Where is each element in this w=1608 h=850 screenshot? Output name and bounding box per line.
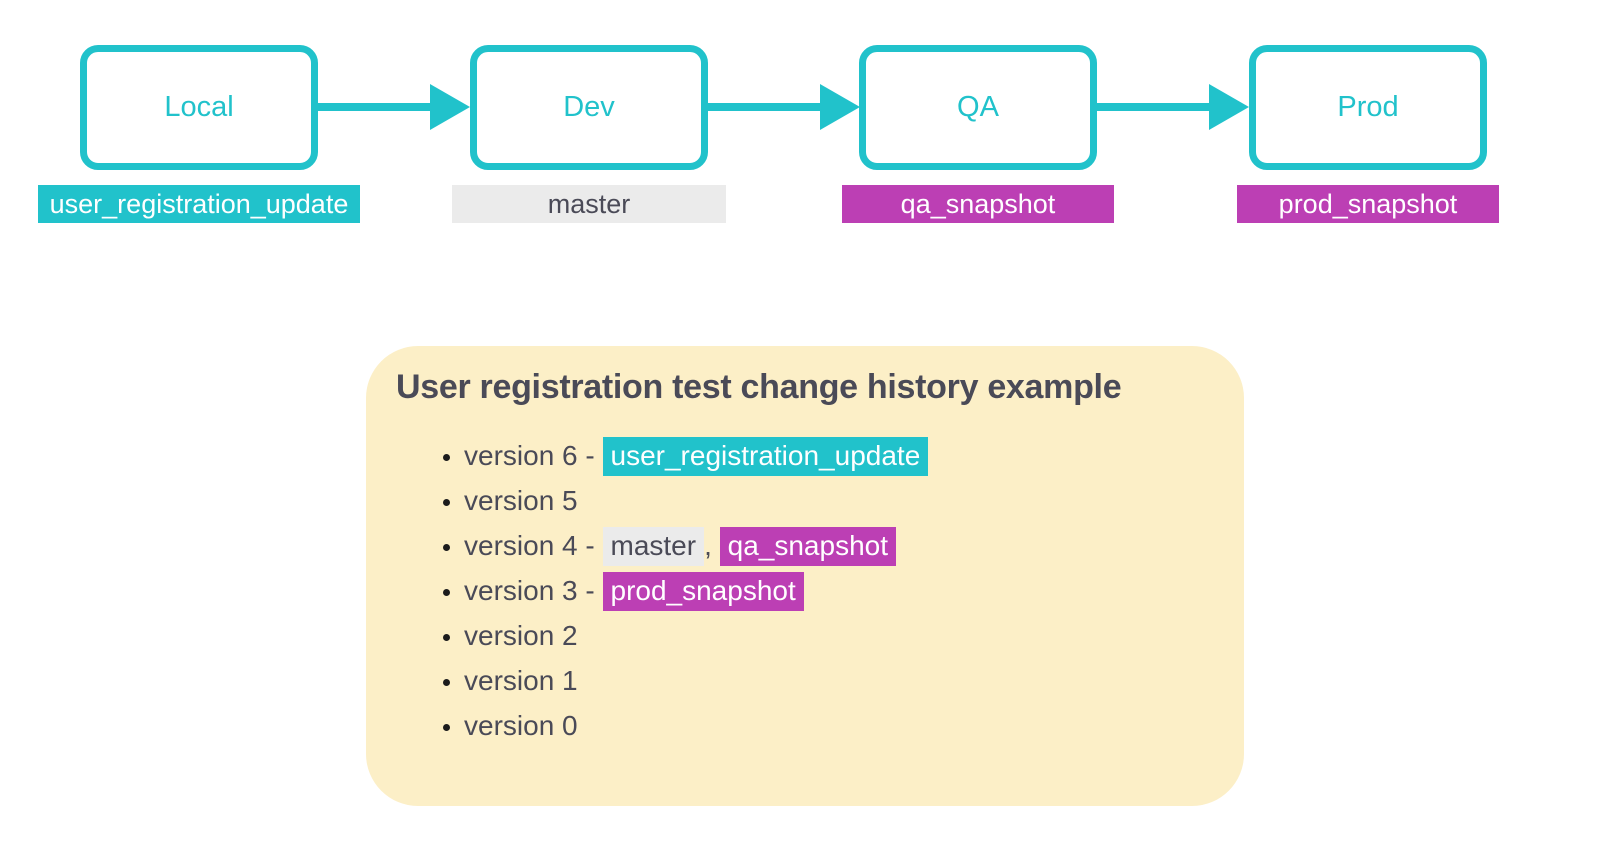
chip-master: master	[602, 527, 705, 566]
history-panel: User registration test change history ex…	[366, 346, 1244, 806]
list-item-version-5: version 5	[464, 478, 1214, 523]
list-item-version-6: version 6 - user_registration_update	[464, 433, 1214, 478]
branch-tag-prod: prod_snapshot	[1237, 185, 1499, 223]
separator-text: ,	[704, 530, 720, 561]
node-qa-label: QA	[957, 91, 999, 123]
chip-qa-snapshot: qa_snapshot	[719, 527, 896, 566]
branch-tag-local: user_registration_update	[38, 185, 360, 223]
flow-arrow-qa-prod	[1097, 79, 1249, 135]
list-item-version-2: version 2	[464, 613, 1214, 658]
right-arrow-icon	[318, 84, 470, 130]
list-item-version-3: version 3 - prod_snapshot	[464, 568, 1214, 613]
flow-arrow-local-dev	[318, 79, 470, 135]
node-local-label: Local	[164, 91, 234, 123]
branch-tag-qa: qa_snapshot	[842, 185, 1114, 223]
chip-prod-snapshot: prod_snapshot	[602, 572, 804, 611]
list-item-version-1: version 1	[464, 658, 1214, 703]
version-text: version 5	[464, 485, 578, 516]
version-text: version 6 -	[464, 440, 603, 471]
version-text: version 2	[464, 620, 578, 651]
flow-arrow-dev-qa	[708, 79, 860, 135]
branch-tag-dev: master	[452, 185, 726, 223]
chip-user-registration-update: user_registration_update	[602, 437, 929, 476]
pipeline-row: Local Dev QA Prod	[0, 0, 1608, 250]
version-text: version 4 -	[464, 530, 603, 561]
node-dev: Dev	[470, 45, 708, 170]
list-item-version-0: version 0	[464, 703, 1214, 748]
node-local: Local	[80, 45, 318, 170]
right-arrow-icon	[708, 84, 860, 130]
right-arrow-icon	[1097, 84, 1249, 130]
list-item-version-4: version 4 - master, qa_snapshot	[464, 523, 1214, 568]
version-text: version 0	[464, 710, 578, 741]
node-prod: Prod	[1249, 45, 1487, 170]
version-text: version 3 -	[464, 575, 603, 606]
node-prod-label: Prod	[1337, 91, 1399, 123]
panel-title: User registration test change history ex…	[396, 368, 1122, 406]
version-text: version 1	[464, 665, 578, 696]
node-dev-label: Dev	[563, 91, 615, 123]
history-list: version 6 - user_registration_update ver…	[396, 433, 1214, 748]
node-qa: QA	[859, 45, 1097, 170]
